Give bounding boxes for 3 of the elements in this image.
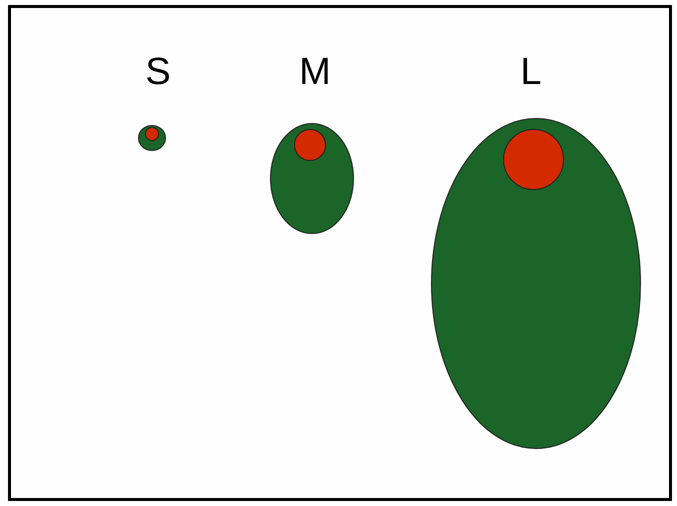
size-label: L: [520, 52, 542, 92]
size-label: M: [299, 52, 331, 92]
size-label: S: [145, 52, 171, 92]
